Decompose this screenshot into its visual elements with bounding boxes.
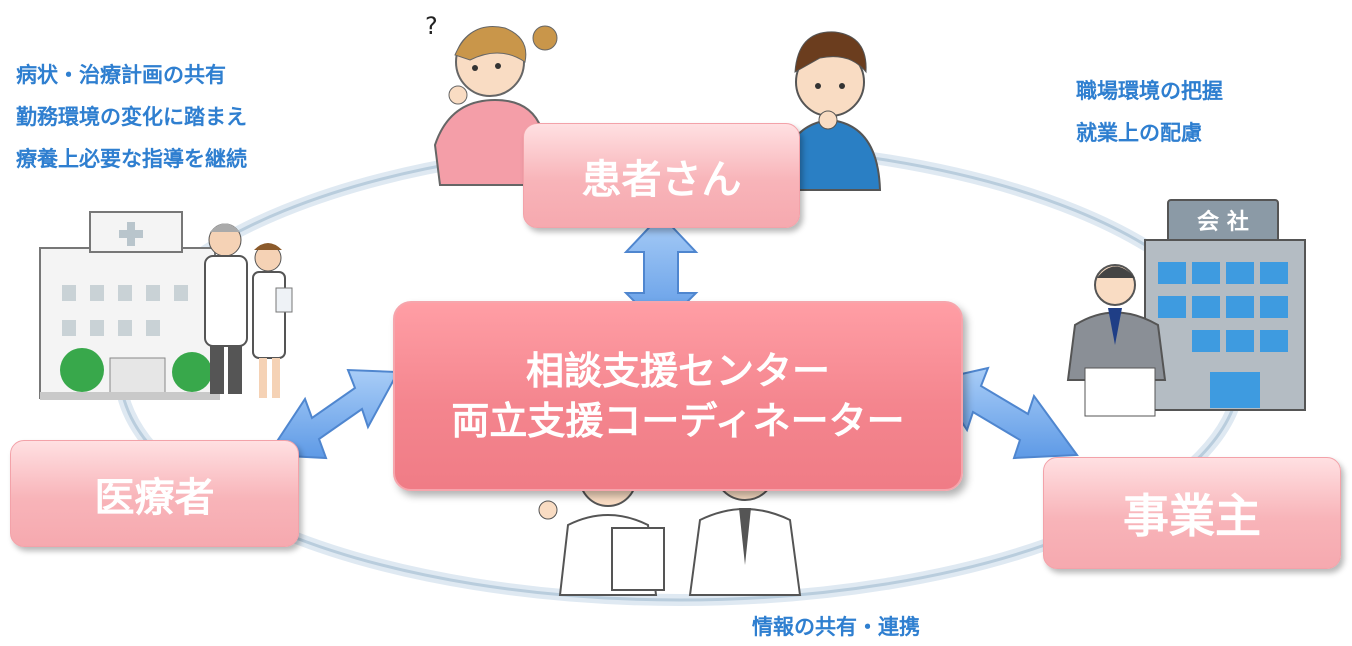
note-left: 病状・治療計画の共有 勤務環境の変化に踏まえ 療養上必要な指導を継続 <box>16 54 247 180</box>
arrow-employer-center <box>933 366 1079 460</box>
note-line: 就業上の配慮 <box>1076 121 1202 145</box>
company-sign: 会 社 <box>1197 210 1249 235</box>
note-line: 勤務環境の変化に踏まえ <box>16 105 247 129</box>
node-patient: 患者さん <box>523 123 800 228</box>
nurse-icon <box>252 243 293 398</box>
doctor-icon <box>204 223 248 394</box>
note-bottom: 情報の共有・連携 <box>752 615 920 639</box>
note-right: 職場環境の把握 就業上の配慮 <box>1076 70 1223 154</box>
center-subtitle: 両立支援コーディネーター <box>451 399 905 443</box>
note-line: 病状・治療計画の共有 <box>16 63 226 87</box>
question-mark: ? <box>425 12 438 40</box>
center-title: 相談支援センター <box>525 349 830 393</box>
note-line: 職場環境の把握 <box>1076 79 1223 103</box>
worried-woman-icon <box>433 25 558 186</box>
node-medical: 医療者 <box>10 440 299 547</box>
businessman-icon <box>1066 264 1167 417</box>
hospital-icon <box>39 211 220 400</box>
company-building-icon <box>1144 199 1306 411</box>
node-center: 相談支援センター 両立支援コーディネーター <box>393 301 963 491</box>
note-line: 療養上必要な指導を継続 <box>16 147 247 171</box>
node-employer: 事業主 <box>1043 457 1341 569</box>
